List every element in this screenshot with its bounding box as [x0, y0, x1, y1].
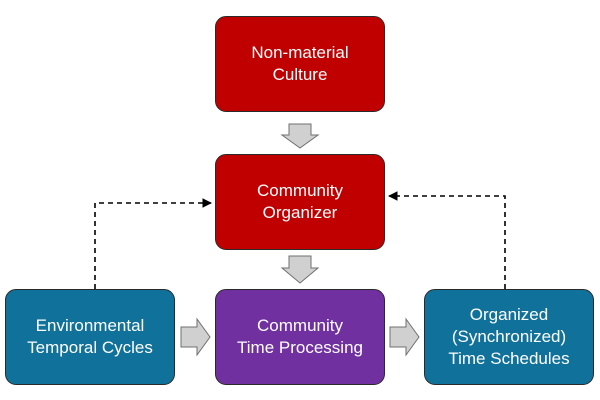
- node-label-line: Organizer: [262, 203, 338, 222]
- node-community-time-processing: Community Time Processing: [215, 289, 385, 385]
- node-non-material-culture: Non-material Culture: [215, 16, 385, 112]
- node-organized-time-schedules: Organized (Synchronized) Time Schedules: [424, 289, 594, 385]
- arrow-processing-to-schedules: [389, 317, 420, 357]
- node-environmental-temporal-cycles: Environmental Temporal Cycles: [5, 289, 175, 385]
- node-label-line: Community: [257, 181, 343, 200]
- arrow-organizer-to-processing: [280, 255, 320, 284]
- node-label-line: Time Processing: [237, 338, 363, 357]
- arrow-nonmaterial-to-organizer: [280, 123, 320, 149]
- node-community-organizer: Community Organizer: [215, 154, 385, 250]
- node-label-line: Organized: [469, 305, 549, 324]
- node-label-line: Non-material: [251, 43, 349, 62]
- node-label-line: Community: [257, 316, 343, 335]
- node-label-line: (Synchronized): [451, 327, 567, 346]
- dashed-arrow-schedules-to-organizer: [388, 191, 506, 289]
- node-label-line: Culture: [272, 65, 328, 84]
- node-label-line: Time Schedules: [448, 349, 570, 368]
- node-label-line: Environmental: [35, 316, 145, 335]
- node-label-line: Temporal Cycles: [27, 338, 153, 357]
- arrow-environmental-to-processing: [180, 317, 211, 357]
- dashed-arrow-environmental-to-organizer: [94, 198, 212, 289]
